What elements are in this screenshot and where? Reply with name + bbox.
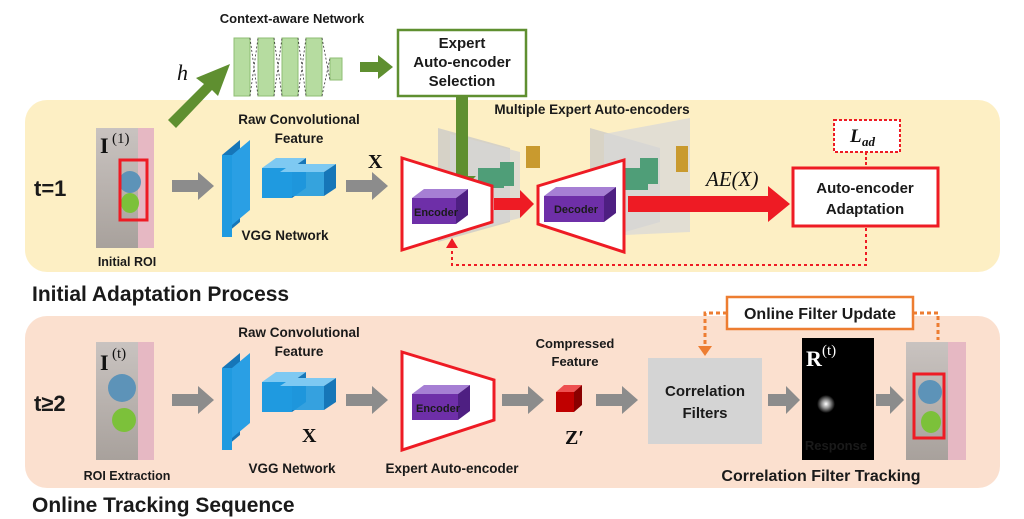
correlation-filters-box xyxy=(648,358,762,444)
loss-box xyxy=(833,119,901,153)
tracked-frame-image xyxy=(906,342,966,460)
response-label: Response xyxy=(805,438,867,453)
z-prime-label: Z′ xyxy=(565,427,584,449)
raw-conv-1-line-1: Raw Convolutional xyxy=(238,112,360,127)
encoder-1 xyxy=(400,155,494,253)
context-network-layers xyxy=(233,37,343,97)
encoder-to-feature-arrow xyxy=(502,386,544,414)
initial-roi-label: Initial ROI xyxy=(98,255,156,269)
filters-to-response-arrow xyxy=(768,386,800,414)
decoder-1 xyxy=(536,157,626,255)
vgg-network-1 xyxy=(222,140,336,237)
update-right-path xyxy=(913,311,940,340)
expert-selection-box xyxy=(396,28,528,98)
image-2-superscript: (t) xyxy=(112,346,126,362)
ae-adaptation-line-2: Adaptation xyxy=(826,201,904,218)
vgg-to-encoder-arrow-1 xyxy=(346,172,388,200)
multiple-experts-label: Multiple Expert Auto-encoders xyxy=(494,102,689,117)
correlation-filters-line-2: Filters xyxy=(682,405,727,422)
ae-adaptation-line-1: Auto-encoder xyxy=(816,180,914,197)
adaptation-feedback-path xyxy=(451,228,867,266)
expert-ae-label: Expert Auto-encoder xyxy=(385,461,519,476)
expert-selection-line-3: Selection xyxy=(429,73,496,90)
context-to-selection-arrow xyxy=(360,55,393,79)
context-network-label: Context-aware Network xyxy=(220,11,365,26)
selection-to-encoder-arrow xyxy=(448,96,476,190)
current-frame-image xyxy=(96,342,154,460)
encoder-to-decoder-arrow xyxy=(494,190,534,218)
image-1-superscript: (1) xyxy=(112,131,130,147)
encoder-2 xyxy=(400,349,496,453)
h-label: h xyxy=(177,60,188,85)
image-to-vgg-arrow-2 xyxy=(172,386,214,414)
decoder-1-label: Decoder xyxy=(554,204,599,216)
update-arrowhead xyxy=(698,346,712,356)
t1-label: t=1 xyxy=(34,176,66,201)
h-arrow xyxy=(168,64,230,128)
feature-to-filters-arrow xyxy=(596,386,638,414)
feedback-arrowhead xyxy=(446,238,458,248)
correlation-filters-line-1: Correlation xyxy=(665,383,745,400)
response-peak xyxy=(817,395,835,413)
expert-selection-line-2: Auto-encoder xyxy=(413,54,511,71)
vgg-1-label: VGG Network xyxy=(241,228,329,243)
image-to-vgg-arrow-1 xyxy=(172,172,214,200)
loss-symbol: L xyxy=(849,126,862,147)
ae-output-arrow xyxy=(628,186,790,222)
compressed-feature-line-2: Feature xyxy=(552,354,599,369)
raw-conv-1-line-2: Feature xyxy=(275,131,324,146)
x-label-2: X xyxy=(302,425,317,447)
expert-selection-line-1: Expert xyxy=(439,35,486,52)
cf-tracking-label: Correlation Filter Tracking xyxy=(721,468,920,485)
loss-subscript: ad xyxy=(862,134,876,149)
image-2-symbol: I xyxy=(100,350,109,375)
response-map xyxy=(802,338,874,460)
response-symbol: R xyxy=(806,346,823,371)
compressed-feature-cube xyxy=(556,385,582,412)
vgg-to-encoder-arrow-2 xyxy=(346,386,388,414)
roi-extraction-label: ROI Extraction xyxy=(84,469,171,483)
ae-adaptation-box xyxy=(791,166,940,228)
initial-process-title: Initial Adaptation Process xyxy=(32,283,289,306)
online-filter-update-label: Online Filter Update xyxy=(744,306,896,323)
update-left-path xyxy=(703,311,727,346)
raw-conv-2-line-2: Feature xyxy=(275,344,324,359)
x-label-1: X xyxy=(368,151,383,173)
vgg-network-2 xyxy=(222,353,336,450)
encoder-2-label: Encoder xyxy=(416,403,461,415)
ae-x-label: AE(X) xyxy=(704,167,758,191)
image-1-symbol: I xyxy=(100,133,109,158)
vgg-2-label: VGG Network xyxy=(248,461,336,476)
response-to-output-arrow xyxy=(876,386,904,414)
compressed-feature-line-1: Compressed xyxy=(536,336,615,351)
raw-conv-2-line-1: Raw Convolutional xyxy=(238,325,360,340)
response-superscript: (t) xyxy=(822,343,836,359)
t2-label: t≥2 xyxy=(34,391,66,416)
online-sequence-title: Online Tracking Sequence xyxy=(32,494,295,517)
encoder-1-label: Encoder xyxy=(414,207,459,219)
initial-frame-image xyxy=(96,128,154,248)
